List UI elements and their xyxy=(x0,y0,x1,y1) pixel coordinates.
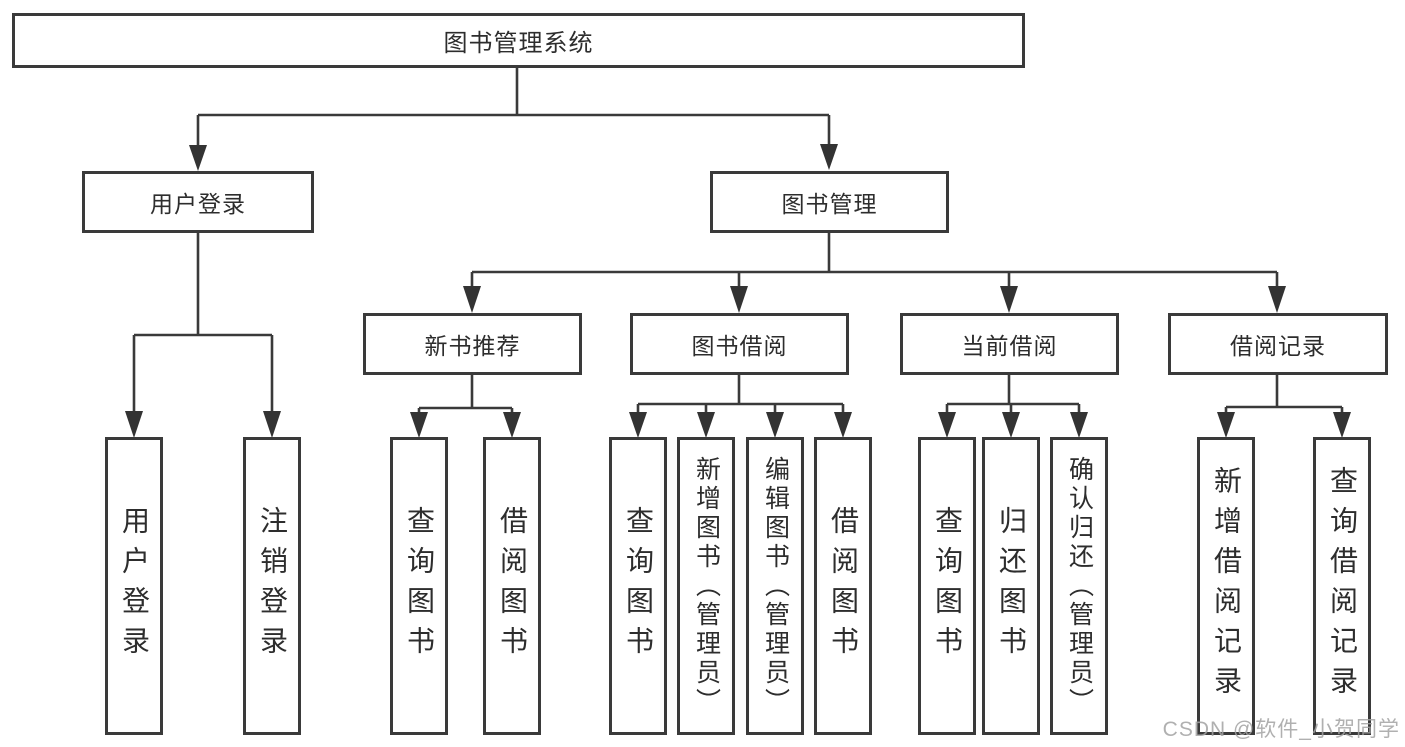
node-label: 图书管理系统 xyxy=(443,30,594,57)
arrowhead xyxy=(820,144,838,170)
arrowhead xyxy=(1002,412,1020,438)
leaf-confirm-return-admin: 确认归还（管理员） xyxy=(1050,437,1108,735)
arrowhead xyxy=(1268,286,1286,313)
leaf-query-books: 查询图书 xyxy=(918,437,976,735)
arrowhead xyxy=(730,286,748,313)
arrowhead xyxy=(503,412,521,438)
node-borrow-records: 借阅记录 xyxy=(1168,313,1388,375)
leaf-label: 编辑图书（管理员） xyxy=(761,455,790,717)
leaf-borrow-books: 借阅图书 xyxy=(483,437,541,735)
arrowhead xyxy=(766,412,784,438)
leaf-label: 注销登录 xyxy=(257,506,288,666)
leaf-label: 用户登录 xyxy=(119,506,150,666)
arrowhead xyxy=(938,412,956,438)
leaf-label: 查询图书 xyxy=(932,506,963,666)
arrowhead xyxy=(125,411,143,438)
node-current-borrow: 当前借阅 xyxy=(900,313,1119,375)
arrowhead xyxy=(463,286,481,313)
leaf-label: 查询借阅记录 xyxy=(1327,466,1358,706)
node-user-login: 用户登录 xyxy=(82,171,314,233)
arrowhead xyxy=(189,145,207,171)
arrowhead xyxy=(697,412,715,438)
node-label: 新书推荐 xyxy=(424,333,521,359)
node-label: 当前借阅 xyxy=(961,333,1058,359)
arrowhead xyxy=(263,411,281,438)
leaf-add-books-admin: 新增图书（管理员） xyxy=(677,437,735,735)
leaf-label: 新增借阅记录 xyxy=(1211,466,1242,706)
leaf-label: 归还图书 xyxy=(996,506,1027,666)
leaf-query-books: 查询图书 xyxy=(390,437,448,735)
leaf-label: 新增图书（管理员） xyxy=(692,455,721,717)
node-book-management: 图书管理 xyxy=(710,171,949,233)
leaf-query-books: 查询图书 xyxy=(609,437,667,735)
leaf-edit-books-admin: 编辑图书（管理员） xyxy=(746,437,804,735)
arrowhead xyxy=(834,412,852,438)
node-label: 图书借阅 xyxy=(691,333,788,359)
arrowhead xyxy=(1070,412,1088,438)
leaf-borrow-books: 借阅图书 xyxy=(814,437,872,735)
arrowhead xyxy=(1000,286,1018,313)
leaf-label: 确认归还（管理员） xyxy=(1065,455,1094,717)
leaf-label: 借阅图书 xyxy=(497,506,528,666)
arrowhead xyxy=(1217,412,1235,438)
node-label: 借阅记录 xyxy=(1230,333,1326,359)
leaf-user-login: 用户登录 xyxy=(105,437,163,735)
leaf-label: 查询图书 xyxy=(623,506,654,666)
leaf-label: 借阅图书 xyxy=(828,506,859,666)
csdn-watermark: CSDN @软件_小贺同学 xyxy=(1162,718,1400,741)
leaf-logout: 注销登录 xyxy=(243,437,301,735)
leaf-return-books: 归还图书 xyxy=(982,437,1040,735)
node-library-management-system: 图书管理系统 xyxy=(12,13,1025,68)
leaf-label: 查询图书 xyxy=(404,506,435,666)
node-book-borrow: 图书借阅 xyxy=(630,313,849,375)
arrowhead xyxy=(1333,412,1351,438)
node-label: 图书管理 xyxy=(781,191,878,217)
leaf-query-borrow-record: 查询借阅记录 xyxy=(1313,437,1371,735)
node-new-book-recommend: 新书推荐 xyxy=(363,313,582,375)
arrowhead xyxy=(629,412,647,438)
arrowhead xyxy=(410,412,428,438)
leaf-add-borrow-record: 新增借阅记录 xyxy=(1197,437,1255,735)
node-label: 用户登录 xyxy=(150,191,246,217)
